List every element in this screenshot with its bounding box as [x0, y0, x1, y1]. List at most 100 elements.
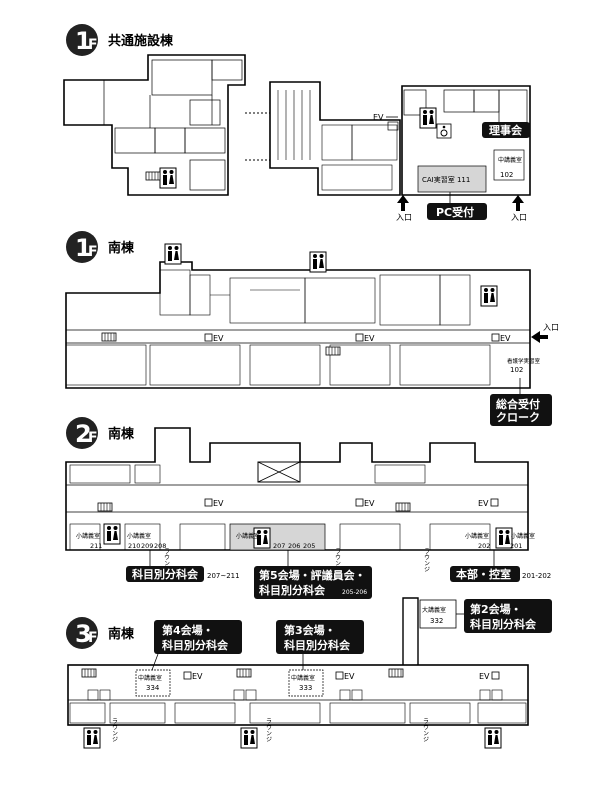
floor-2f-south: 2 F 南棟 EV EV EV: [65, 417, 551, 599]
svg-text:入口: 入口: [511, 213, 527, 222]
svg-text:202: 202: [478, 542, 490, 550]
room-numbers: 211 210 209 208 207 206 205 202 201: [90, 542, 522, 550]
callout-pc-reception: PC受付: [427, 192, 487, 220]
callout-sessions-a: 科目別分科会 207~211: [126, 550, 240, 582]
room-102-label: 102: [510, 366, 523, 374]
entrance-arrow-icon: 入口: [531, 323, 559, 343]
svg-text:1: 1: [75, 234, 92, 262]
small-lecture-label: 小講義室: [236, 532, 260, 540]
svg-text:総合受付: 総合受付: [496, 397, 540, 411]
lounge-label: ラウンジ: [423, 548, 430, 572]
floor-1f-common: 1 F 共通施設棟 CAI実習室 111: [63, 24, 531, 222]
svg-text:科目別分科会: 科目別分科会: [162, 638, 229, 652]
restroom-icon: [240, 727, 258, 749]
middle-lecture-label: 中講義室: [291, 674, 315, 682]
entrance-arrow-icon: 入口: [396, 195, 412, 222]
floor-badge-icon: 2 F: [66, 417, 98, 449]
room-102-label: 102: [500, 171, 513, 179]
building-name: 南棟: [108, 426, 135, 442]
floor-badge-icon: 3 F: [66, 617, 98, 649]
svg-text:F: F: [88, 244, 98, 260]
room-332-label: 332: [430, 617, 443, 625]
restroom-icon: [164, 243, 182, 265]
nursing-room-label: 看護学実習室: [507, 357, 541, 365]
svg-text:クローク: クローク: [496, 411, 540, 424]
restroom-icon: [83, 727, 101, 749]
elevator-icon: EV EV EV: [183, 671, 500, 681]
svg-text:EV: EV: [479, 672, 490, 681]
svg-text:208: 208: [154, 542, 166, 550]
svg-text:210: 210: [128, 542, 140, 550]
svg-text:入口: 入口: [543, 323, 559, 332]
svg-text:F: F: [88, 37, 98, 53]
svg-text:207~211: 207~211: [207, 572, 240, 580]
svg-text:第2会場・: 第2会場・: [470, 602, 522, 616]
restroom-icon: [480, 285, 498, 307]
wheelchair-icon: [436, 123, 452, 139]
svg-text:第4会場・: 第4会場・: [162, 623, 214, 637]
lounge-label: ラウンジ: [422, 718, 429, 742]
svg-text:本部・控室: 本部・控室: [456, 567, 511, 581]
svg-text:205: 205: [303, 542, 315, 550]
elevator-label: EV: [373, 113, 384, 122]
svg-text:201-202: 201-202: [522, 572, 551, 580]
floor-3f-south: 3 F 南棟 中講義室 334 中講義室 333 大講義室 332: [66, 597, 552, 749]
restroom-icon: [159, 167, 177, 189]
svg-text:3: 3: [75, 620, 92, 648]
svg-text:EV: EV: [364, 499, 375, 508]
svg-text:科目別分科会: 科目別分科会: [132, 567, 199, 581]
svg-text:EV: EV: [213, 334, 224, 343]
lounge-label: ラウンジ: [163, 548, 170, 572]
atrium-void: [257, 461, 301, 483]
svg-text:EV: EV: [364, 334, 375, 343]
callout-board: 理事会: [482, 122, 530, 138]
svg-text:PC受付: PC受付: [436, 205, 474, 219]
stairs-icon: [325, 346, 341, 356]
entrance-arrow-icon: 入口: [511, 195, 527, 222]
svg-text:科目別分科会: 科目別分科会: [259, 583, 326, 597]
callout-headquarters: 本部・控室 201-202: [450, 550, 551, 582]
room-334-label: 334: [146, 684, 160, 692]
restroom-icon: [419, 107, 437, 129]
svg-text:209: 209: [141, 542, 153, 550]
small-lecture-label: 小講義室: [465, 532, 489, 540]
lounge-label: ラウンジ: [111, 718, 118, 742]
svg-text:第5会場・評議員会・: 第5会場・評議員会・: [259, 568, 366, 582]
svg-text:EV: EV: [478, 499, 489, 508]
svg-text:206: 206: [288, 542, 300, 550]
callout-venue-4: 第4会場・ 科目別分科会: [151, 620, 242, 671]
callout-sessions-b: 第5会場・評議員会・ 科目別分科会 205-206: [254, 550, 372, 599]
stairs-icon: [388, 668, 404, 678]
middle-lecture-label: 中講義室: [138, 674, 162, 682]
lounge-label: ラウンジ: [334, 548, 341, 572]
svg-text:EV: EV: [500, 334, 511, 343]
svg-text:入口: 入口: [396, 213, 412, 222]
floor-1f-south: 1 F 南棟 EV EV EV 看護学実習室 102: [65, 231, 559, 426]
svg-text:F: F: [88, 430, 98, 446]
building-name: 共通施設棟: [108, 33, 174, 49]
building-name: 南棟: [108, 240, 135, 256]
cai-room-label: CAI実習室 111: [422, 175, 470, 184]
callout-reception: 総合受付 クローク: [490, 378, 552, 426]
svg-text:EV: EV: [213, 499, 224, 508]
svg-text:科目別分科会: 科目別分科会: [470, 617, 537, 631]
floor-badge-icon: 1 F: [66, 231, 98, 263]
elevator-icon: EV EV EV: [204, 333, 511, 343]
restroom-icon: [484, 727, 502, 749]
stairs-icon: [145, 171, 161, 181]
restroom-icon: [103, 523, 121, 545]
svg-text:207: 207: [273, 542, 285, 550]
stairs-icon: [81, 668, 97, 678]
callout-venue-2: 第2会場・ 科目別分科会: [456, 599, 552, 633]
stairs-icon: [236, 668, 252, 678]
stairs-icon: [395, 502, 411, 512]
restroom-icon: [309, 251, 327, 273]
svg-text:211: 211: [90, 542, 102, 550]
svg-text:理事会: 理事会: [489, 123, 523, 137]
small-lecture-label: 小講義室: [127, 532, 151, 540]
svg-text:205-206: 205-206: [342, 589, 367, 596]
svg-text:第3会場・: 第3会場・: [284, 623, 336, 637]
floor-badge-icon: 1 F: [66, 24, 98, 56]
callout-venue-3: 第3会場・ 科目別分科会: [276, 620, 364, 670]
